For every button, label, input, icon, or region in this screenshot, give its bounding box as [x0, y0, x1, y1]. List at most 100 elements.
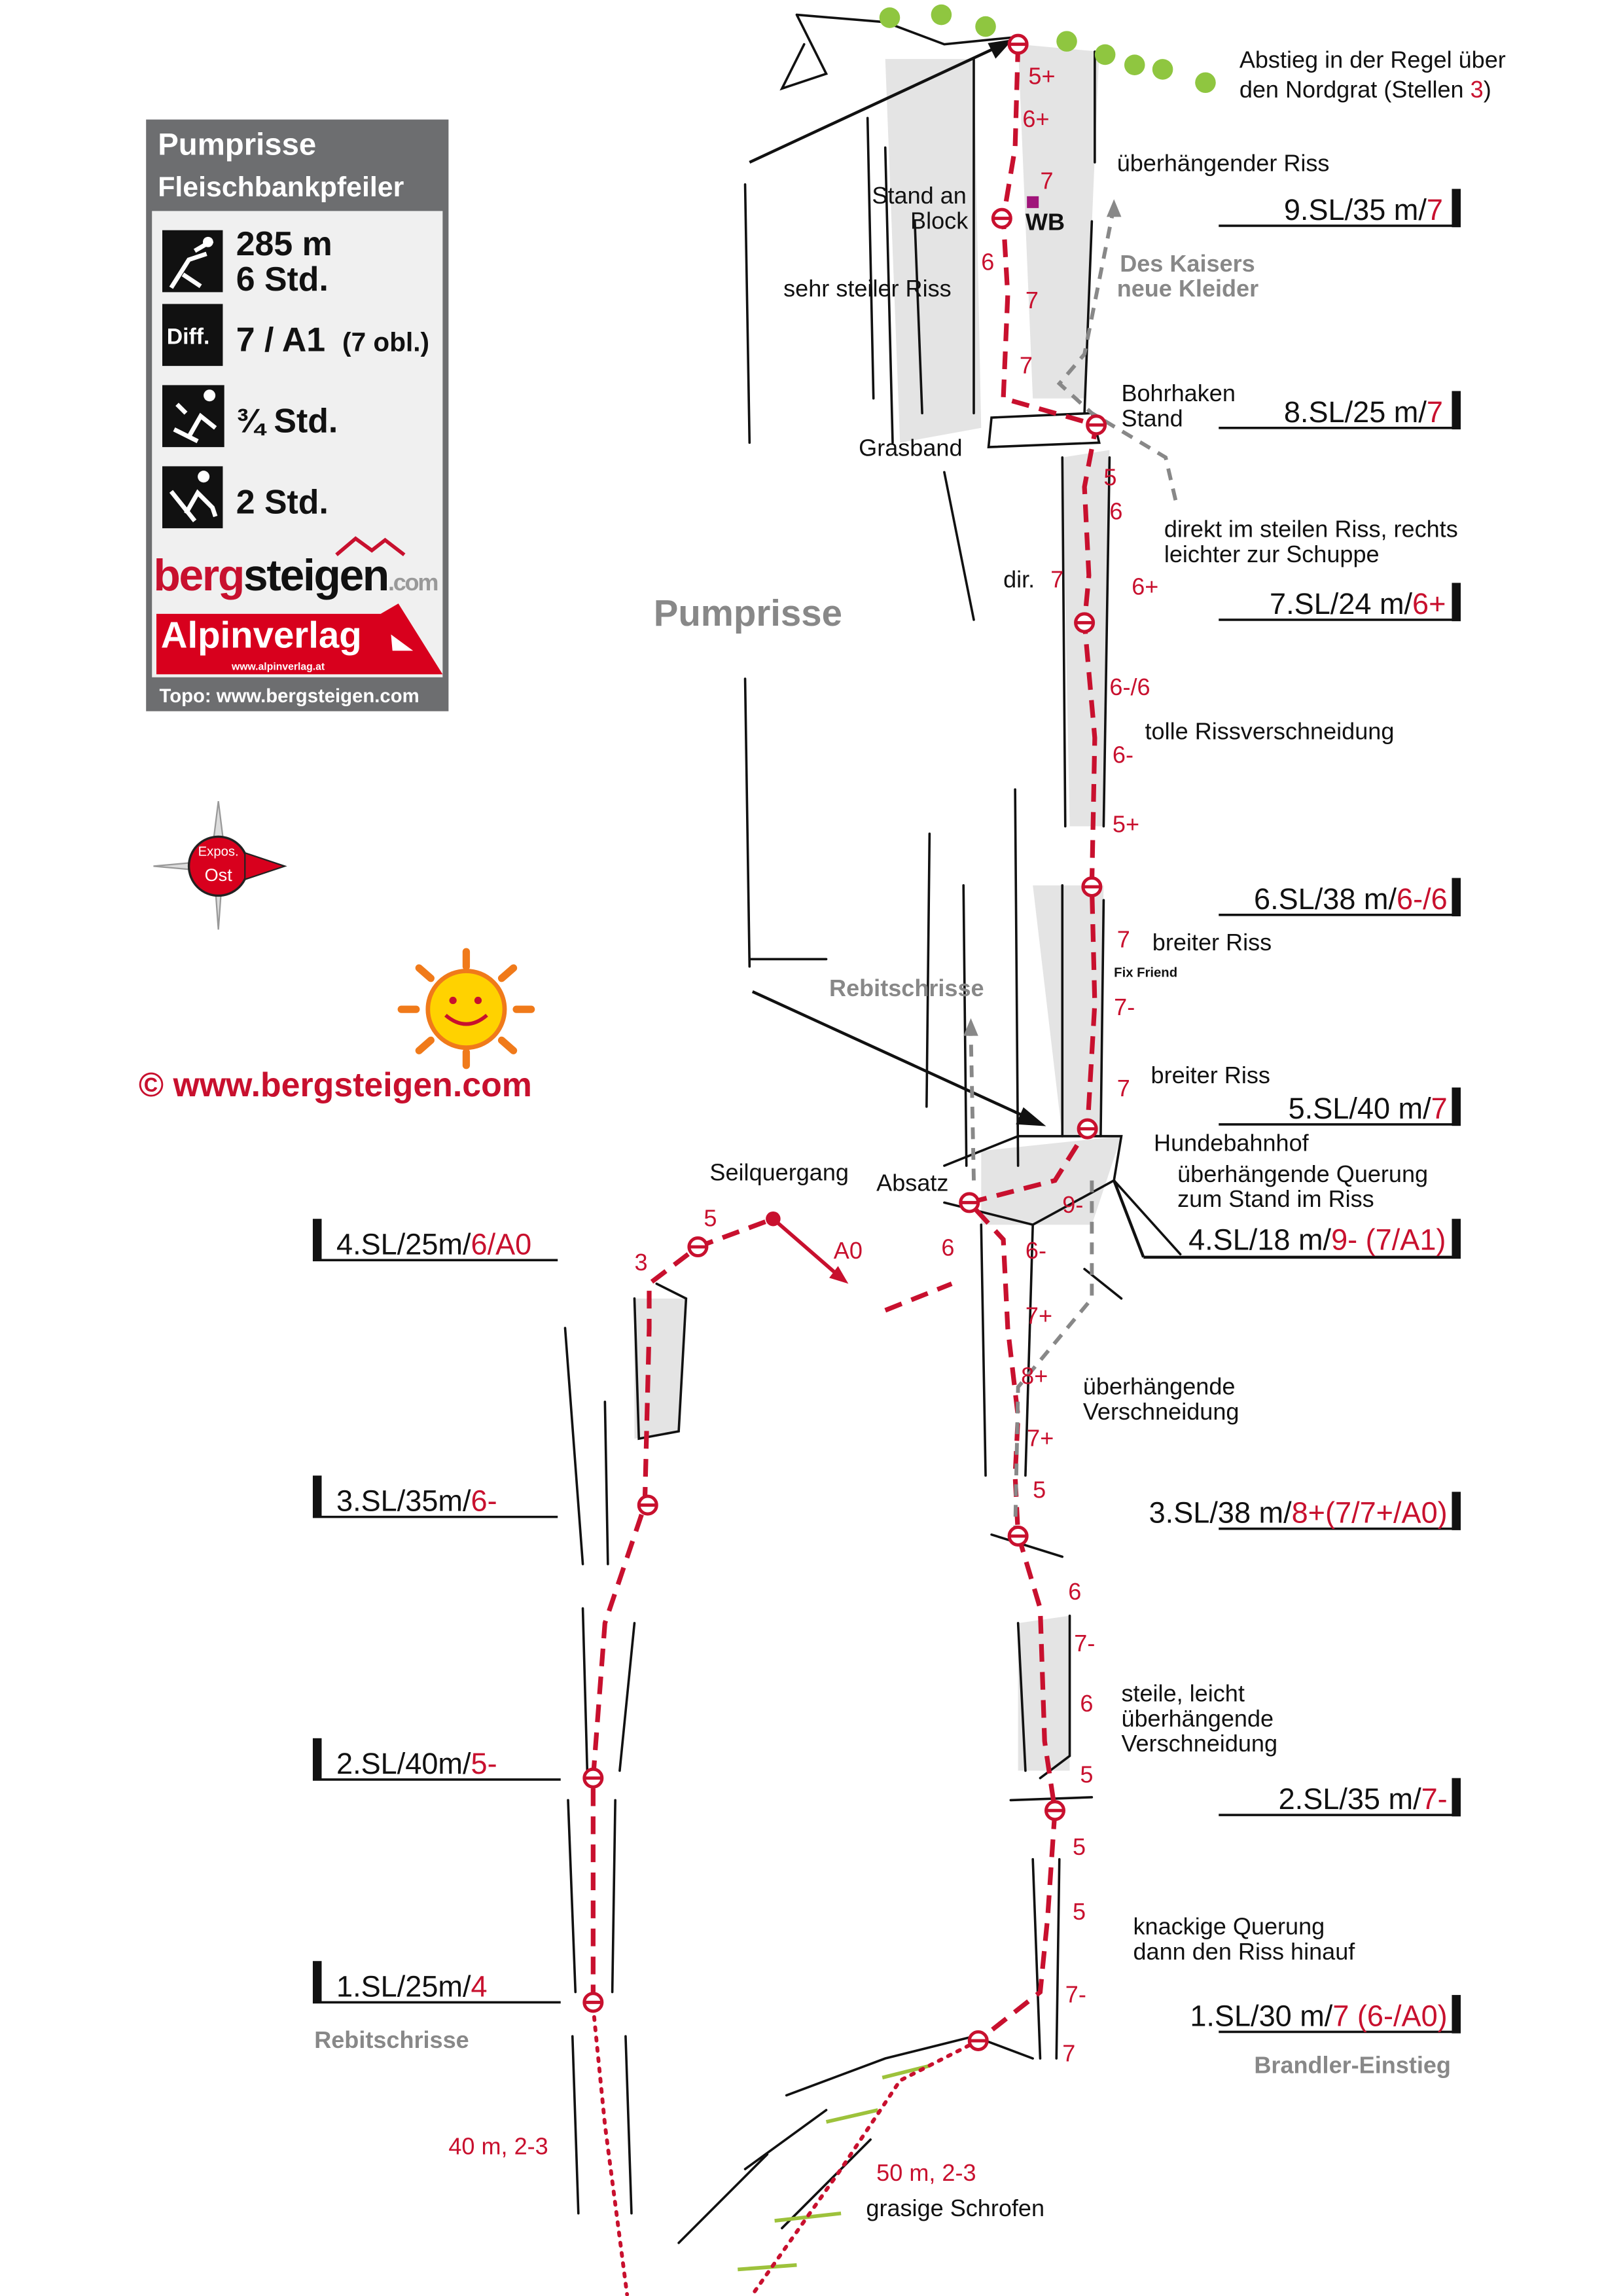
note: dann den Riss hinauf	[1133, 1938, 1355, 1965]
svg-text:Ost: Ost	[205, 865, 233, 885]
grade-label: 5+	[1028, 63, 1055, 90]
note: tolle Rissverschneidung	[1145, 718, 1395, 745]
svg-text:7.SL/24 m/6+: 7.SL/24 m/6+	[1270, 587, 1446, 620]
note: überhängender Riss	[1117, 150, 1330, 177]
alpinverlag-logo: Alpinverlag www.alpinverlag.at	[156, 603, 443, 675]
svg-text:8.SL/25 m/7: 8.SL/25 m/7	[1284, 395, 1443, 429]
grade-label: 7-	[1065, 1981, 1086, 2007]
grade-label: 7+	[1026, 1302, 1052, 1329]
variant-name: neue Kleider	[1117, 275, 1258, 302]
svg-text:2.SL/40m/5-: 2.SL/40m/5-	[336, 1747, 497, 1780]
note: grasige Schrofen	[866, 2195, 1044, 2221]
note: Stand	[1121, 405, 1183, 432]
grade-label: 6	[1109, 498, 1122, 525]
info-box: Pumprisse Fleischbankpfeiler 285 m 6 Std…	[146, 119, 449, 711]
pointer-arrows	[749, 39, 1461, 1259]
note: steile, leicht	[1121, 1679, 1244, 1706]
approach-right-line	[750, 2039, 980, 2296]
pitch-label: 6.SL/38 m/6-/6	[1219, 878, 1461, 917]
grade-label: 5	[1080, 1761, 1093, 1787]
grade-label: 6-	[1113, 742, 1133, 768]
pitch-label: 4.SL/18 m/9- (7/A1)	[1188, 1219, 1461, 1259]
grade-label: 7	[1040, 168, 1053, 194]
route-name-rebitschrisse: Rebitschrisse	[314, 2026, 469, 2053]
grade-label: 6-/6	[1109, 673, 1150, 700]
wb-marker	[1027, 196, 1039, 208]
note: Hundebahnhof	[1154, 1130, 1310, 1157]
svg-text:3.SL/38 m/8+(7/7+/A0): 3.SL/38 m/8+(7/7+/A0)	[1149, 1496, 1448, 1530]
rebitschrisse-route-line	[590, 1216, 774, 2003]
grade-label: 6	[1080, 1690, 1093, 1717]
belay-icon	[1074, 612, 1096, 634]
grade-label: 3	[634, 1249, 647, 1276]
grade-label: 5+	[1113, 811, 1139, 838]
note: überhängende	[1121, 1705, 1274, 1732]
grades: 5+ 6+ 7 6 7 7 5 6 7 6+ 6-/6 6- 5+ 7 7- 7…	[634, 63, 1158, 2067]
grade-label: A0	[834, 1237, 863, 1264]
grade-label: 6+	[1022, 105, 1049, 132]
grade-label: 6	[941, 1234, 954, 1261]
svg-text:1.SL/30 m/7 (6-/A0): 1.SL/30 m/7 (6-/A0)	[1190, 1999, 1447, 2032]
rebitschrisse-variant-line	[969, 1033, 976, 1181]
bergsteigen-logo: bergsteigen.com	[153, 536, 439, 600]
grade-label: 7	[1117, 1075, 1130, 1102]
belay-icon	[1007, 33, 1029, 55]
descent-note: den Nordgrat (Stellen 3)	[1240, 76, 1491, 103]
approach-note: 40 m, 2-3	[448, 2133, 548, 2160]
note: zum Stand im Riss	[1177, 1185, 1374, 1212]
rock-face	[563, 13, 1182, 2244]
grade-label: 9-	[1062, 1191, 1083, 1218]
belay-icon	[582, 1767, 604, 1789]
note: Fix Friend	[1114, 965, 1177, 980]
pitch-label: 8.SL/25 m/7	[1219, 391, 1461, 430]
compass-icon: Expos. Ost	[153, 801, 287, 930]
belay-icon	[1081, 876, 1103, 897]
svg-text:1.SL/25m/4: 1.SL/25m/4	[336, 1969, 488, 2003]
grade-label: 6	[981, 249, 994, 276]
note: Verschneidung	[1121, 1730, 1277, 1757]
note: breiter Riss	[1151, 1062, 1270, 1088]
belay-icon	[991, 207, 1012, 229]
annotations: Abstieg in der Regel über den Nordgrat (…	[314, 46, 1506, 2222]
belay-icon	[1044, 1800, 1066, 1821]
svg-text:bergsteigen.com: bergsteigen.com	[153, 551, 437, 600]
note: Bohrhaken	[1121, 380, 1235, 406]
note: überhängende Querung	[1177, 1160, 1428, 1187]
pendulum-arrow	[766, 1211, 849, 1284]
svg-text:6.SL/38 m/6-/6: 6.SL/38 m/6-/6	[1254, 882, 1448, 916]
variant-upper-line	[1056, 206, 1178, 503]
variant-arrow-icon	[1106, 199, 1122, 217]
grade-label: 5	[1103, 464, 1116, 491]
main-route-line	[965, 44, 1099, 2043]
route-time: 6 Std.	[236, 260, 329, 298]
svg-text:4.SL/18 m/9- (7/A1): 4.SL/18 m/9- (7/A1)	[1188, 1223, 1446, 1257]
svg-text:9.SL/35 m/7: 9.SL/35 m/7	[1284, 193, 1443, 226]
pitch-label: 7.SL/24 m/6+	[1219, 583, 1461, 622]
grade-label: 5	[1073, 1898, 1086, 1925]
note: Verschneidung	[1083, 1398, 1240, 1425]
variant-name: Des Kaisers	[1120, 250, 1255, 277]
note: direkt im steilen Riss, rechts	[1164, 516, 1458, 543]
note: Block	[910, 207, 969, 234]
pitch-label: 9.SL/35 m/7	[1219, 188, 1461, 228]
note: leichter zur Schuppe	[1164, 541, 1380, 567]
belay-icon	[582, 1992, 604, 2013]
grade-label: 7-	[1114, 994, 1135, 1020]
difficulty-icon	[162, 304, 223, 367]
svg-text:Alpinverlag: Alpinverlag	[161, 615, 362, 656]
pitch-label: 3.SL/38 m/8+(7/7+/A0)	[1149, 1492, 1461, 1530]
note: Absatz	[876, 1169, 948, 1196]
topo-credit: Topo: www.bergsteigen.com	[159, 685, 419, 707]
note: sehr steiler Riss	[783, 275, 952, 302]
grade-label: 7	[1020, 351, 1033, 378]
grade-label: 6-	[1026, 1237, 1046, 1264]
wb-label: WB	[1026, 209, 1065, 236]
approach-time: ¾ Std.	[236, 402, 338, 440]
grade-label: 5	[1033, 1476, 1046, 1503]
note: Seilquergang	[709, 1159, 849, 1186]
pitch-label: 1.SL/25m/4	[312, 1961, 561, 2004]
difficulty-obligatory: (7 obl.)	[342, 327, 429, 357]
grade-label: 7+	[1027, 1424, 1054, 1451]
difficulty: 7 / A1	[236, 321, 325, 359]
grade-label: 7-	[1074, 1630, 1095, 1657]
